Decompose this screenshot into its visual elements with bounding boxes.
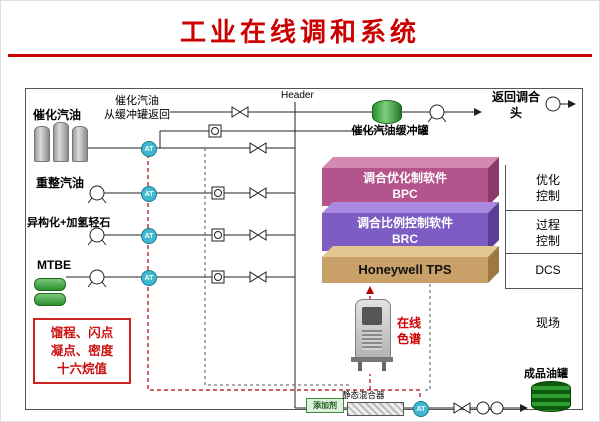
quality-properties-note: 馏程、闪点 凝点、密度 十六烷值 [33,318,131,385]
analyzer-label: 在线 色谱 [397,316,422,346]
sample-line-red [147,154,421,400]
brc-software-box: 调合比例控制软件 BRC [322,202,499,251]
product-tank-label: 成品油罐 [524,368,568,380]
product-tank-icon [531,381,571,412]
analyzer-base [351,357,393,362]
mtbe-tanks-icon [34,278,66,308]
level-divider [505,253,582,254]
flow-meter-icon [208,124,225,284]
feed-label-reformed: 重整汽油 [36,176,85,190]
buffer-tank-icon [372,100,402,124]
page-title: 工业在线调和系统 [179,17,420,47]
level-divider [505,165,506,289]
brc-abbr: BRC [392,232,418,246]
static-mixer-label: 静态混合器 [342,390,385,400]
diagram-frame [25,88,583,410]
inline-instrument-icon [476,401,504,415]
title-divider [8,54,592,57]
additive-injector: 添加剂 [306,398,344,413]
at-instrument-icon: AT [141,186,157,202]
at-instrument-icon: AT [141,270,157,286]
at-instrument-icon: AT [141,228,157,244]
feed-label-mtbe: MTBE [37,258,71,272]
box-top-face [322,157,499,168]
signal-line-dashed [204,148,431,391]
analyzer-panel [362,307,382,325]
brc-title: 调合比例控制软件 [356,216,453,231]
level-label-dcs: DCS [535,263,561,277]
at-instrument-icon: AT [141,141,157,157]
level-label-optimization: 优化 控制 [535,173,560,203]
static-mixer-icon [347,402,404,416]
flow-arrow [474,100,576,412]
analyzer-leg [358,362,362,371]
feed-label-catalytic: 催化汽油 [33,108,82,122]
return-head-label: 返回调合 头 [491,90,540,120]
catalytic-gasoline-tanks-icon [34,122,88,162]
buffer-tank-label: 催化汽油缓冲罐 [351,125,429,137]
box-top-face [322,202,499,213]
level-divider [505,210,582,211]
box-top-face [322,246,499,257]
buffer-return-note: 催化汽油 从缓冲罐返回 [104,95,170,122]
level-divider [505,288,582,289]
feed-label-isomerized: 异构化+加氢轻石 [27,217,111,229]
analyzer-grill [362,330,382,350]
tps-label: Honeywell TPS [358,261,452,277]
valve-icon [231,106,471,414]
bpc-abbr: BPC [392,187,418,201]
box-front-face: Honeywell TPS [322,257,488,283]
level-label-field: 现场 [535,316,560,330]
bpc-software-box: 调合优化制软件 BPC [322,157,499,206]
pump-icon [87,96,561,288]
box-front-face: 调合比例控制软件 BRC [322,213,488,251]
level-label-process: 过程 控制 [535,218,560,248]
honeywell-tps-box: Honeywell TPS [322,246,499,283]
red-arrow-up [366,286,374,294]
header-label: Header [279,89,316,102]
bpc-title: 调合优化制软件 [362,171,447,186]
online-analyzer-image [351,299,393,371]
box-front-face: 调合优化制软件 BPC [322,168,488,206]
at-instrument-icon: AT [413,401,429,417]
analyzer-leg [382,362,386,371]
